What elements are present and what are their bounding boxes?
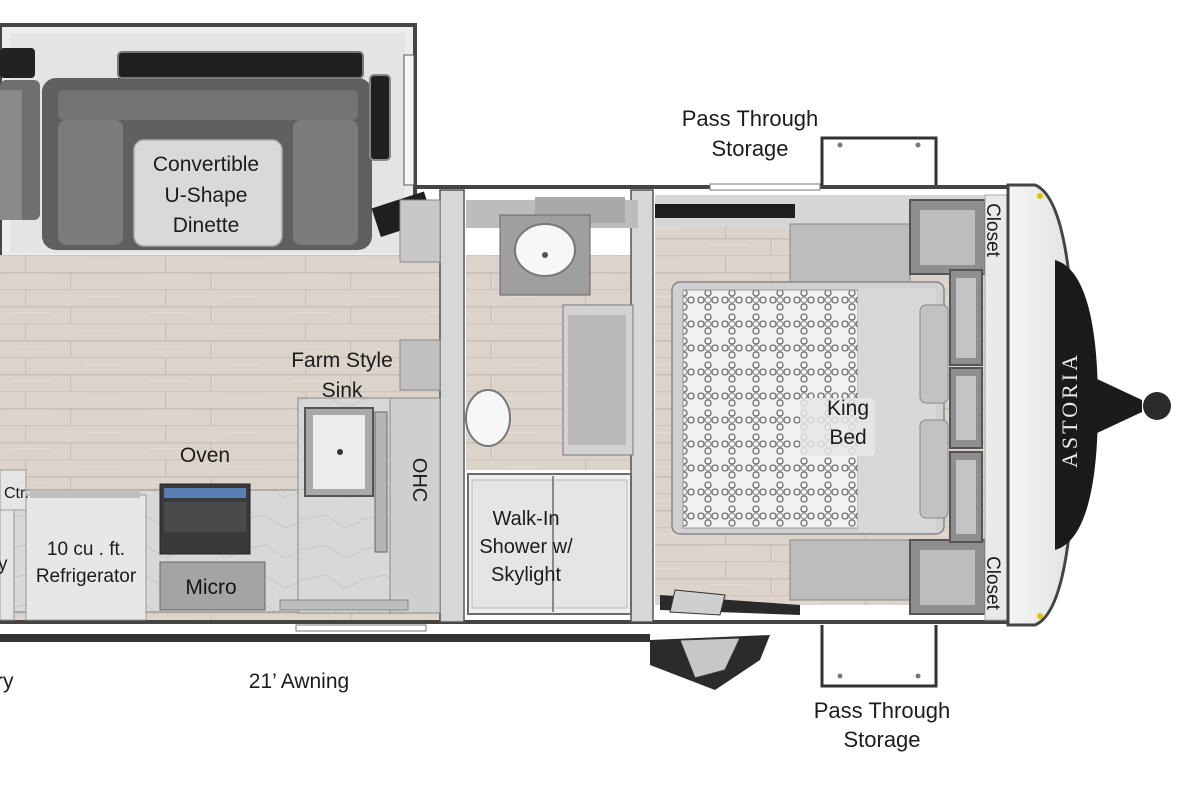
- sink-label-line-1: Farm Style: [291, 349, 393, 372]
- awning: 21’ Awning ry: [0, 670, 349, 693]
- ohc-label: OHC: [408, 458, 430, 502]
- pass-through-bottom-label-line-2: Storage: [843, 727, 920, 752]
- sink-label-line-2: Sink: [322, 379, 363, 402]
- edge-left-label: y: [0, 554, 8, 575]
- pass-through-bottom-label-line-1: Pass Through: [814, 698, 951, 723]
- bathroom: Walk-In Shower w/ Skylight: [465, 197, 638, 615]
- king-bed-label-line-2: Bed: [829, 426, 866, 449]
- pass-through-storage-bottom: Pass Through Storage: [814, 625, 951, 752]
- front-cap: ASTORIA: [1006, 183, 1171, 627]
- dinette: Convertible U-Shape Dinette: [0, 48, 434, 250]
- shower-label-line-3: Skylight: [491, 564, 561, 586]
- shower-label-line-2: Shower w/: [479, 536, 573, 558]
- dinette-label-line-1: Convertible: [153, 153, 259, 176]
- bedroom: King Bed Closet Closet: [655, 194, 1008, 621]
- kitchen: Farm Style Sink OHC Oven Micro 10 cu . f…: [0, 199, 441, 621]
- dinette-label-line-2: U-Shape: [165, 184, 248, 207]
- king-bed-label-line-1: King: [827, 397, 869, 420]
- ctr-label: Ctr.: [4, 485, 29, 502]
- brand-logo: ASTORIA: [1057, 352, 1082, 468]
- closet-bottom-label: Closet: [982, 556, 1003, 611]
- entry-steps: [650, 589, 800, 690]
- micro-label: Micro: [185, 576, 236, 599]
- shower-label-line-1: Walk-In: [492, 508, 559, 530]
- pass-through-top-label-line-2: Storage: [711, 136, 788, 161]
- edge-bottom-left-label: ry: [0, 670, 14, 693]
- pass-through-storage-top: Pass Through Storage: [682, 106, 938, 185]
- oven-label: Oven: [180, 444, 230, 467]
- awning-label: 21’ Awning: [249, 670, 349, 693]
- refrigerator-label-line-2: Refrigerator: [36, 566, 137, 587]
- closet-top-label: Closet: [982, 203, 1003, 258]
- pass-through-top-label-line-1: Pass Through: [682, 106, 819, 131]
- dinette-label-line-3: Dinette: [173, 214, 240, 237]
- refrigerator-label-line-1: 10 cu . ft.: [47, 539, 125, 560]
